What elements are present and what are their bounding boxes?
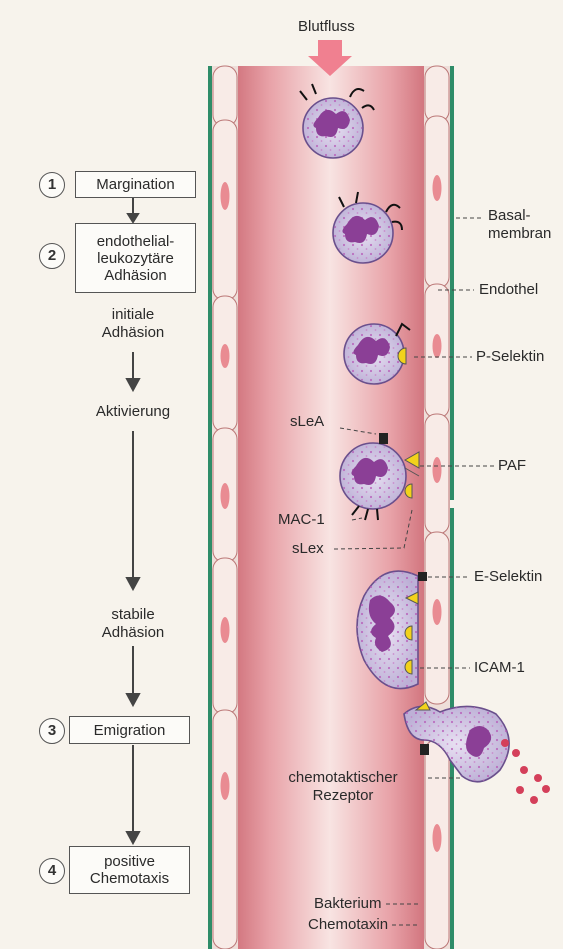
- right-endothelium: [424, 66, 450, 949]
- step-1-label: Margination: [96, 176, 174, 193]
- step-4-line-1: positive: [104, 853, 155, 870]
- label-slex: sLex: [292, 540, 324, 558]
- label-receptor-line-1: chemotaktischer: [258, 769, 428, 787]
- phase-initial-adhesion: initiale Adhäsion: [83, 306, 183, 342]
- phase-stable-line-2: Adhäsion: [83, 624, 183, 642]
- label-basal-membrane: Basal- membran: [488, 207, 551, 243]
- label-endothel: Endothel: [479, 281, 538, 299]
- label-receptor-line-2: Rezeptor: [258, 787, 428, 805]
- phase-initial-line-2: Adhäsion: [83, 324, 183, 342]
- label-e-selektin: E-Selektin: [474, 568, 542, 586]
- label-basal-line-1: Basal-: [488, 207, 551, 225]
- step-1-number: 1: [39, 172, 65, 198]
- label-p-selektin: P-Selektin: [476, 348, 544, 366]
- step-3-box: Emigration: [69, 716, 190, 744]
- vessel-lumen: [236, 66, 424, 949]
- step-4-box: positive Chemotaxis: [69, 846, 190, 894]
- phase-initial-line-1: initiale: [83, 306, 183, 324]
- label-basal-line-2: membran: [488, 225, 551, 243]
- step-2-line-2: leukozytäre: [97, 250, 174, 267]
- left-endothelium: [212, 66, 238, 949]
- label-mac-1: MAC-1: [278, 511, 325, 529]
- step-2-line-3: Adhäsion: [104, 267, 167, 284]
- label-chemotactic-receptor: chemotaktischer Rezeptor: [258, 769, 428, 805]
- phase-activation: Aktivierung: [73, 403, 193, 421]
- phase-stable-line-1: stabile: [83, 606, 183, 624]
- right-basal-membrane: [452, 66, 462, 949]
- step-3-number: 3: [39, 718, 65, 744]
- step-2-line-1: endothelial-: [97, 233, 175, 250]
- label-chemotaxin: Chemotaxin: [308, 916, 388, 934]
- label-paf: PAF: [498, 457, 526, 475]
- step-3-label: Emigration: [94, 722, 166, 739]
- process-arrows: [127, 197, 139, 843]
- step-4-number: 4: [39, 858, 65, 884]
- blutfluss-title: Blutfluss: [298, 18, 355, 36]
- label-bakterium: Bakterium: [314, 895, 382, 913]
- phase-stable-adhesion: stabile Adhäsion: [83, 606, 183, 642]
- step-1-box: Margination: [75, 171, 196, 198]
- label-slea: sLeA: [290, 413, 324, 431]
- label-icam-1: ICAM-1: [474, 659, 525, 677]
- step-4-line-2: Chemotaxis: [90, 870, 169, 887]
- step-2-box: endothelial- leukozytäre Adhäsion: [75, 223, 196, 293]
- step-2-number: 2: [39, 243, 65, 269]
